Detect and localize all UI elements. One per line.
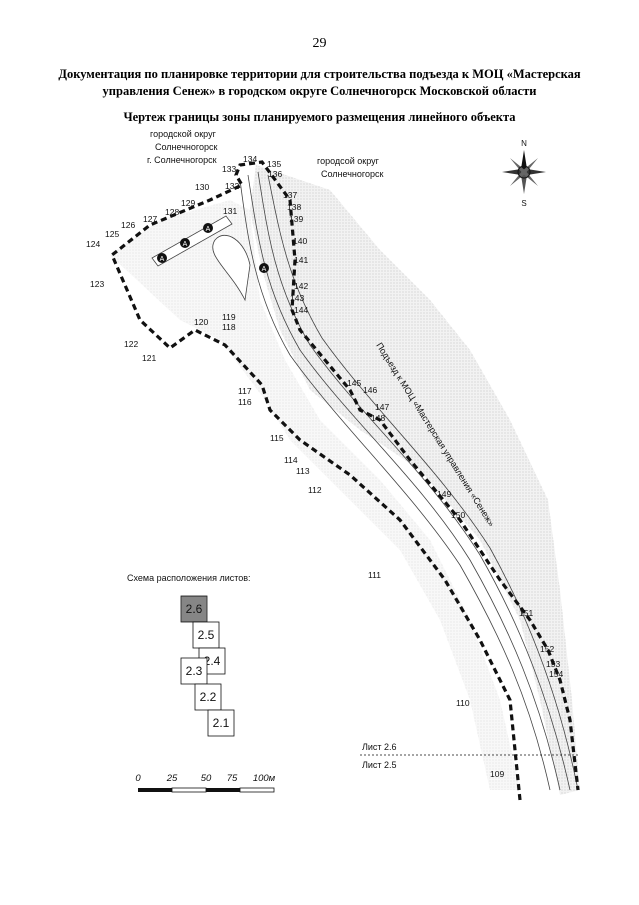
boundary-point-119: 119 [222,312,236,322]
boundary-point-123: 123 [90,279,104,289]
scale-bar: 0 25 50 75 100м [135,773,276,793]
boundary-point-147: 147 [375,402,389,412]
sheet-2-1: 2.1 [213,716,230,730]
boundary-point-136: 136 [268,169,282,179]
scale-label-25: 25 [166,773,178,784]
boundary-point-146: 146 [363,385,377,395]
marker-a-label-4: А [262,266,267,273]
boundary-point-115: 115 [270,433,284,443]
zone-boundary [110,160,580,801]
boundary-point-124: 124 [86,239,100,249]
boundary-point-140: 140 [293,236,307,246]
boundary-point-128: 128 [165,207,179,217]
boundary-point-149: 149 [437,489,451,499]
marker-a-group: А А А А [157,223,269,273]
boundary-point-138: 138 [287,202,301,212]
area-label-right-1: городсой округ [317,156,380,166]
sheet-2-2: 2.2 [200,690,217,704]
sheet-divider-upper: Лист 2.6 [362,742,397,752]
boundary-point-142: 142 [294,281,308,291]
south-label: S [521,199,526,208]
map-title: Чертеж границы зоны планируемого размеще… [123,110,516,124]
sheet-2-4: 2.4 [204,654,221,668]
sheet-2-5: 2.5 [198,628,215,642]
page-number: 29 [312,36,327,51]
scale-label-0: 0 [135,773,141,784]
boundary-point-131: 131 [223,206,237,216]
document-title-line1: Документация по планировке территории дл… [58,67,581,81]
boundary-point-133: 133 [222,164,236,174]
area-label-left-1: городской округ [150,129,217,139]
scale-label-50: 50 [201,773,212,784]
boundary-point-118: 118 [222,322,236,332]
north-arrow: N S [502,139,546,208]
scale-label-75: 75 [227,773,238,784]
boundary-point-126: 126 [121,220,135,230]
boundary-point-132: 132 [225,181,239,191]
boundary-point-114: 114 [284,455,298,465]
boundary-point-129: 129 [181,198,195,208]
boundary-point-122: 122 [124,339,138,349]
boundary-point-125: 125 [105,229,119,239]
boundary-point-154: 154 [549,669,563,679]
road-lines [239,171,579,791]
area-label-left-2: Солнечногорск [155,142,217,152]
sheet-2-3: 2.3 [186,664,203,678]
boundary-point-139: 139 [289,214,303,224]
area-label-right-2: Солнечногорск [321,169,383,179]
boundary-point-127: 127 [143,214,157,224]
boundary-point-134: 134 [243,154,257,164]
marker-a-label-2: А [183,241,188,248]
north-label: N [521,139,527,148]
turnaround-loop [212,235,251,302]
marker-a-label-3: А [206,226,211,233]
boundary-point-143: 143 [290,293,304,303]
area-label-left-3: г. Солнечногорск [147,155,217,165]
boundary-point-141: 141 [294,255,308,265]
territory-area [250,165,580,795]
boundary-point-116: 116 [238,397,252,407]
document-title: Документация по планировке территории дл… [40,66,599,100]
boundary-point-150: 150 [451,510,465,520]
marker-a-label-1: А [160,256,165,263]
territory-area-left [110,200,520,790]
document-title-line2: управления Сенеж» в городском округе Сол… [102,84,537,98]
boundary-point-137: 137 [283,190,297,200]
sheet-divider-lower: Лист 2.5 [362,760,397,770]
boundary-point-151: 151 [519,608,533,618]
boundary-point-labels: 109 110 111 112 113 114 115 116 117 118 … [86,154,563,779]
sheet-2-6: 2.6 [186,602,203,616]
boundary-point-109: 109 [490,769,504,779]
sheet-scheme-title: Схема расположения листов: [127,573,251,583]
boundary-point-152: 152 [540,644,554,654]
boundary-point-148: 148 [371,413,385,423]
boundary-point-144: 144 [294,305,308,315]
boundary-point-117: 117 [238,386,252,396]
boundary-point-135: 135 [267,159,281,169]
boundary-point-120: 120 [194,317,208,327]
boundary-point-110: 110 [456,698,470,708]
sheet-scheme: 2.6 2.5 2.4 2.3 2.2 2.1 [180,595,235,737]
scale-label-100: 100м [253,773,276,784]
boundary-point-112: 112 [308,485,322,495]
boundary-point-121: 121 [142,353,156,363]
boundary-point-145: 145 [347,378,361,388]
boundary-point-130: 130 [195,182,209,192]
boundary-point-153: 153 [546,659,560,669]
boundary-point-111: 111 [368,570,381,580]
boundary-point-113: 113 [296,466,310,476]
